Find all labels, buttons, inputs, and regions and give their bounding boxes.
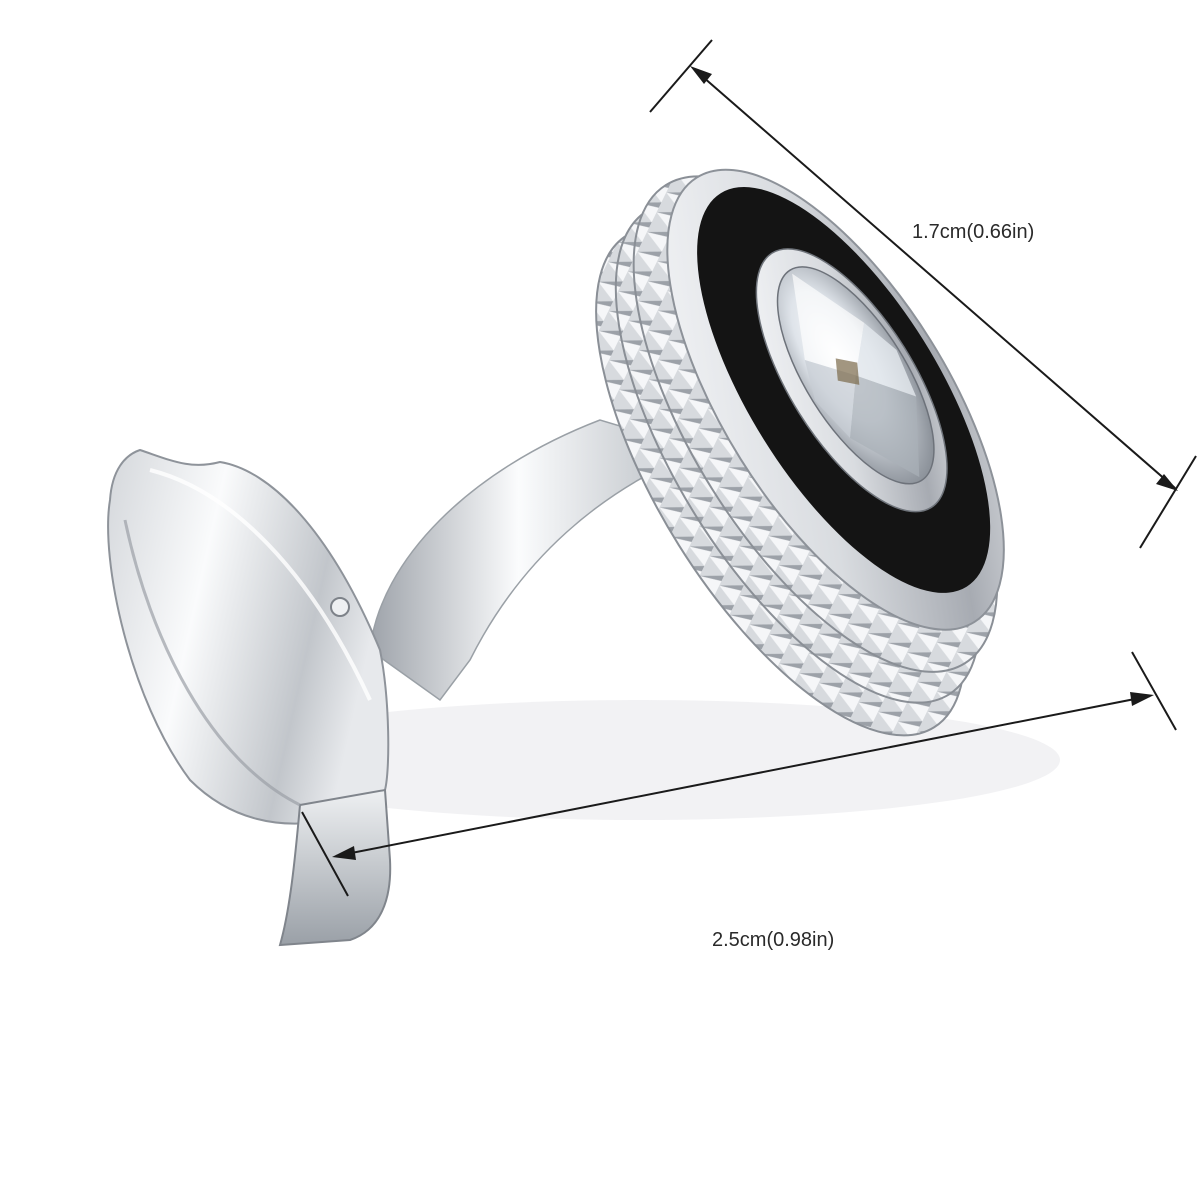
dimension-length-tick-end xyxy=(1131,651,1177,731)
dimension-length-arrow-start xyxy=(332,846,356,860)
dimension-face-tick-end xyxy=(1139,455,1197,549)
cufflink-toggle xyxy=(107,448,392,947)
cufflink-face xyxy=(595,168,1005,737)
dimension-length-arrow-end xyxy=(1130,692,1154,706)
dimension-length-line xyxy=(335,695,1151,857)
dimension-face-line xyxy=(694,69,1176,489)
dimension-face-label: 1.7cm(0.66in) xyxy=(912,221,1034,243)
pivot-pin xyxy=(330,597,350,617)
crystal-icon xyxy=(776,266,935,485)
dimension-face-arrow-start xyxy=(690,66,712,84)
dimension-face-tick-start xyxy=(649,39,713,113)
dimension-length xyxy=(301,651,1177,897)
ground-shadow xyxy=(220,700,1060,820)
dimension-face xyxy=(649,39,1197,549)
dimension-face-arrow-end xyxy=(1156,474,1178,491)
dimension-length-tick-start xyxy=(301,811,349,897)
dimension-length-label: 2.5cm(0.98in) xyxy=(712,929,834,951)
